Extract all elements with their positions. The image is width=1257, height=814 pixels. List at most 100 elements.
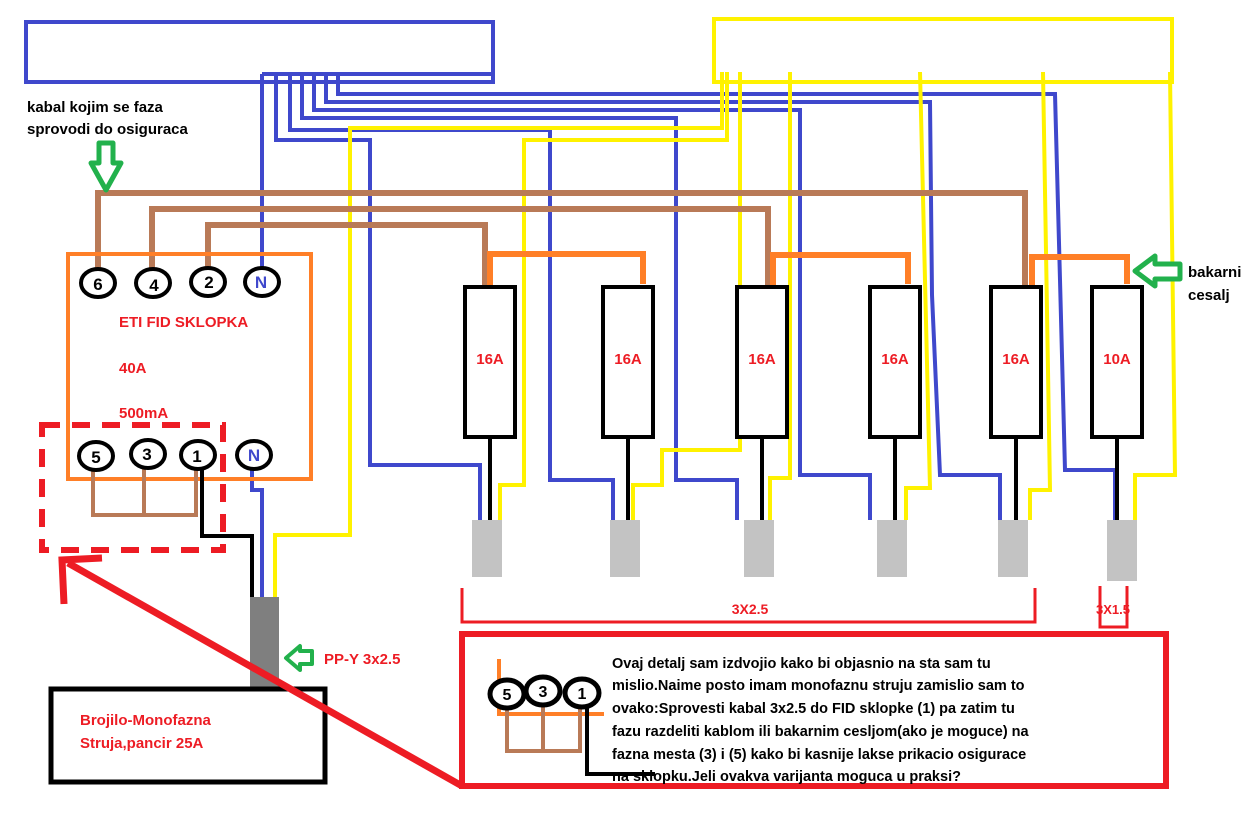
neutral-wire-2 xyxy=(288,74,615,520)
group-label-3x2.5: 3X2.5 xyxy=(732,601,769,617)
terminal-label: N xyxy=(248,446,260,465)
rcd-terminal-3[interactable]: 3 xyxy=(129,438,167,470)
group-bracket-3x2.5 xyxy=(460,588,1037,624)
neutral-busbar xyxy=(24,20,495,84)
detail-text-line: na sklopku.Jeli ovakva varijanta moguca … xyxy=(612,769,961,785)
terminal-label: 1 xyxy=(578,686,587,703)
meter-label-line2: Struja,pancir 25A xyxy=(80,735,204,752)
earth-wires xyxy=(273,71,1178,597)
breaker-rating: 16A xyxy=(1002,351,1030,368)
rcd-sensitivity: 500mA xyxy=(119,405,168,422)
breaker-5[interactable]: 16A xyxy=(989,285,1043,577)
earth-wire-supply xyxy=(273,72,724,597)
phase-wires xyxy=(95,190,1028,288)
circuit-cable xyxy=(998,520,1028,577)
terminal-label: 6 xyxy=(93,275,102,294)
breaker-body xyxy=(735,285,789,439)
rcd-terminal-2[interactable]: 2 xyxy=(189,266,227,298)
breaker-body xyxy=(868,285,922,439)
supply-phase-wire xyxy=(200,466,254,597)
terminal-label: 1 xyxy=(192,447,201,466)
detail-supply-phase xyxy=(585,705,655,776)
comb-label-line2: cesalj xyxy=(1188,287,1230,304)
detail-highlight xyxy=(39,422,226,553)
breaker-body xyxy=(463,285,517,439)
phase-wire-4 xyxy=(149,206,771,288)
neutral-wire-1 xyxy=(274,74,482,520)
detail-text-line: mislio.Naime posto imam monofaznu struju… xyxy=(612,678,1025,694)
neutral-wire-3 xyxy=(300,74,739,520)
rcd-terminal-4[interactable]: 4 xyxy=(134,267,172,299)
breaker-rating: 16A xyxy=(748,351,776,368)
comb-3 xyxy=(1029,254,1130,288)
detail-text: Ovaj detalj sam izdvojio kako bi objasni… xyxy=(612,656,1030,785)
breakers: 16A 16A 16A 16A 16A 10A xyxy=(463,285,1144,581)
phase-feed-label: kabal kojim se faza xyxy=(27,99,164,116)
rcd-bottom-terminals: 5 3 1 N xyxy=(77,438,273,472)
down-arrow-icon xyxy=(88,140,124,193)
copper-combs xyxy=(487,251,1130,288)
circuit-cable xyxy=(472,520,502,577)
pointer-arrow xyxy=(58,554,464,790)
comb-label: bakarni xyxy=(1188,264,1241,281)
breaker-1[interactable]: 16A xyxy=(463,285,517,577)
detail-sketch: 5 3 1 xyxy=(487,659,655,776)
comb-2 xyxy=(770,252,911,288)
breaker-6[interactable]: 10A xyxy=(1090,285,1144,581)
earth-wire-3 xyxy=(768,72,792,520)
comb-1 xyxy=(487,251,646,288)
terminal-label: 5 xyxy=(91,448,100,467)
breaker-body xyxy=(1090,285,1144,439)
terminal-label: N xyxy=(255,273,267,292)
phase-feed-label-line2: sprovodi do osiguraca xyxy=(27,121,189,138)
breaker-2[interactable]: 16A xyxy=(601,285,655,577)
circuit-cable xyxy=(877,520,907,577)
terminal-label: 3 xyxy=(142,445,151,464)
earth-wire-5 xyxy=(1028,71,1053,520)
detail-terminal-5: 5 xyxy=(487,677,527,711)
left-arrow-icon-comb xyxy=(1132,253,1183,289)
meter-box xyxy=(48,686,328,785)
breaker-rating: 16A xyxy=(476,351,504,368)
earth-busbar xyxy=(712,17,1174,84)
detail-terminal-1: 1 xyxy=(562,676,602,710)
neutral-wire-4 xyxy=(312,74,872,520)
group-label-3x1.5: 3X1.5 xyxy=(1096,602,1130,617)
rcd-housing xyxy=(66,252,313,481)
rcd-rating: 40A xyxy=(119,360,147,377)
breaker-body xyxy=(601,285,655,439)
detail-text-line: ovako:Sprovesti kabal 3x2.5 do FID sklop… xyxy=(612,701,1015,717)
rcd-terminal-5[interactable]: 5 xyxy=(77,440,115,472)
circuit-cable xyxy=(610,520,640,577)
supply-cable-label: PP-Y 3x2.5 xyxy=(324,651,400,668)
detail-text-line: fazna mesta (3) i (5) kako bi kasnije la… xyxy=(612,747,1026,763)
detail-rcd-edge xyxy=(497,659,604,716)
breaker-rating: 16A xyxy=(881,351,909,368)
circuit-cable xyxy=(744,520,774,577)
phase-wire-6 xyxy=(95,190,1028,288)
terminal-label: 3 xyxy=(539,684,548,701)
rcd-terminal-n-top[interactable]: N xyxy=(243,266,281,298)
left-arrow-icon-cable xyxy=(284,644,314,672)
rcd-top-terminals: 6 4 2 N xyxy=(79,266,281,299)
breaker-3[interactable]: 16A xyxy=(735,285,789,577)
phase-wire-2 xyxy=(205,222,488,288)
earth-wire-4 xyxy=(904,71,933,520)
terminal-label: 4 xyxy=(149,276,159,295)
rcd-title: ETI FID SKLOPKA xyxy=(119,314,248,331)
terminal-label: 2 xyxy=(204,273,213,292)
detail-text-line: fazu razdeliti kablom ili bakarnim ceslj… xyxy=(612,724,1030,740)
neutral-wire-5 xyxy=(324,74,1002,520)
breaker-rating: 10A xyxy=(1103,351,1131,368)
rcd-terminal-6[interactable]: 6 xyxy=(79,267,117,299)
meter-label-line1: Brojilo-Monofazna xyxy=(80,712,211,729)
group-bracket-3x1.5 xyxy=(1098,586,1129,629)
circuit-cable xyxy=(1107,520,1137,581)
breaker-rating: 16A xyxy=(614,351,642,368)
rcd-terminal-1[interactable]: 1 xyxy=(179,439,217,471)
detail-text-line: Ovaj detalj sam izdvojio kako bi objasni… xyxy=(612,656,991,672)
breaker-4[interactable]: 16A xyxy=(868,285,922,577)
rcd-terminal-n-bottom[interactable]: N xyxy=(235,439,273,471)
detail-terminal-3: 3 xyxy=(523,674,563,708)
